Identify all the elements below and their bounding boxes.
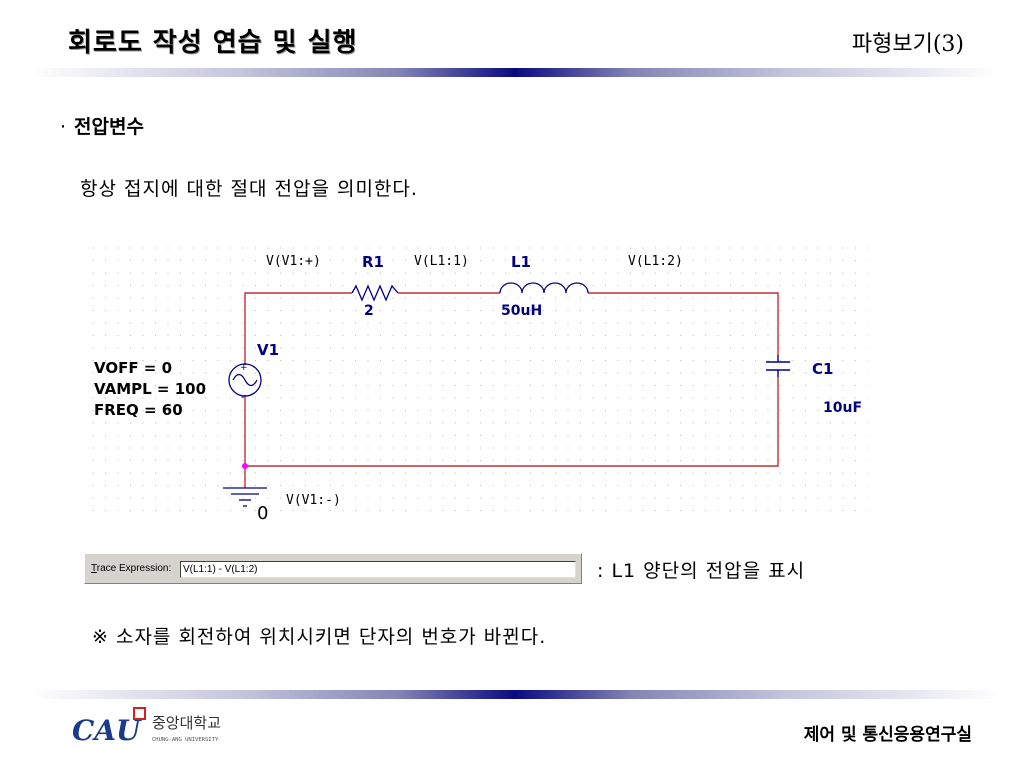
- junction-dot: [242, 463, 248, 469]
- l1-name: L1: [511, 253, 531, 271]
- v1-param-freq: FREQ = 60: [94, 401, 183, 419]
- schematic-grid: [88, 243, 868, 515]
- university-name: 중앙대학교: [152, 714, 221, 732]
- trace-note: : L1 양단의 전압을 표시: [597, 560, 806, 582]
- sine-wave-icon: [232, 373, 258, 387]
- inductor-l1: [499, 282, 589, 294]
- v1-name: V1: [257, 341, 279, 359]
- c1-value: 10uF: [823, 400, 862, 416]
- footer-gradient-bar: [30, 690, 1000, 699]
- resistor-r1: [351, 284, 399, 302]
- circuit-wires: [244, 292, 779, 488]
- section-heading: · 전압변수: [60, 112, 144, 139]
- trace-expression-input[interactable]: V(L1:1) - V(L1:2): [180, 561, 576, 578]
- v1-param-vampl: VAMPL = 100: [94, 380, 206, 398]
- r1-value: 2: [364, 303, 374, 319]
- v1-plus-sign: +: [240, 363, 248, 373]
- node-label-v1-minus: V(V1:-): [286, 493, 341, 508]
- circuit-schematic: + - V(V1:+) V(L1:1) V(L1:2) V(V1:-) R1 2…: [88, 243, 868, 524]
- lab-name: 제어 및 통신응용연구실: [803, 725, 972, 745]
- trace-expression-value: V(L1:1) - V(L1:2): [183, 564, 258, 575]
- cau-logo-text: CAU: [72, 714, 142, 747]
- v1-minus-sign: -: [241, 392, 245, 403]
- slide-title: 회로도 작성 연습 및 실행: [68, 28, 358, 58]
- c1-name: C1: [812, 360, 833, 378]
- rotation-note: ※ 소자를 회전하여 위치시키면 단자의 번호가 바뀐다.: [92, 626, 547, 648]
- section-description: 항상 접지에 대한 절대 전압을 의미한다.: [80, 178, 418, 200]
- trace-label-accelerator: T: [91, 563, 97, 574]
- node-label-v1-plus: V(V1:+): [266, 254, 321, 269]
- bullet-dot: ·: [60, 116, 67, 138]
- header-gradient-bar: [30, 68, 1000, 77]
- v1-param-voff: VOFF = 0: [94, 359, 172, 377]
- node-label-l1-1: V(L1:1): [414, 254, 469, 269]
- capacitor-c1: [766, 355, 790, 377]
- trace-label-rest: race Expression:: [96, 563, 172, 574]
- section-heading-text: 전압변수: [74, 116, 144, 138]
- slide-subtitle: 파형보기(3): [851, 32, 964, 57]
- ground-label: 0: [257, 503, 268, 524]
- node-label-l1-2: V(L1:2): [628, 254, 683, 269]
- ground-icon: [223, 487, 267, 507]
- logo-red-square: [133, 707, 146, 720]
- l1-value: 50uH: [501, 303, 542, 319]
- university-english-name: CHUNG-ANG UNIVERSITY: [152, 737, 219, 743]
- voltage-source-v1: [228, 363, 262, 397]
- university-logo: CAU 중앙대학교 CHUNG-ANG UNIVERSITY: [72, 707, 221, 747]
- r1-name: R1: [362, 253, 384, 271]
- trace-expression-label: Trace Expression:: [91, 563, 171, 574]
- trace-expression-bar: Trace Expression: V(L1:1) - V(L1:2): [84, 553, 582, 584]
